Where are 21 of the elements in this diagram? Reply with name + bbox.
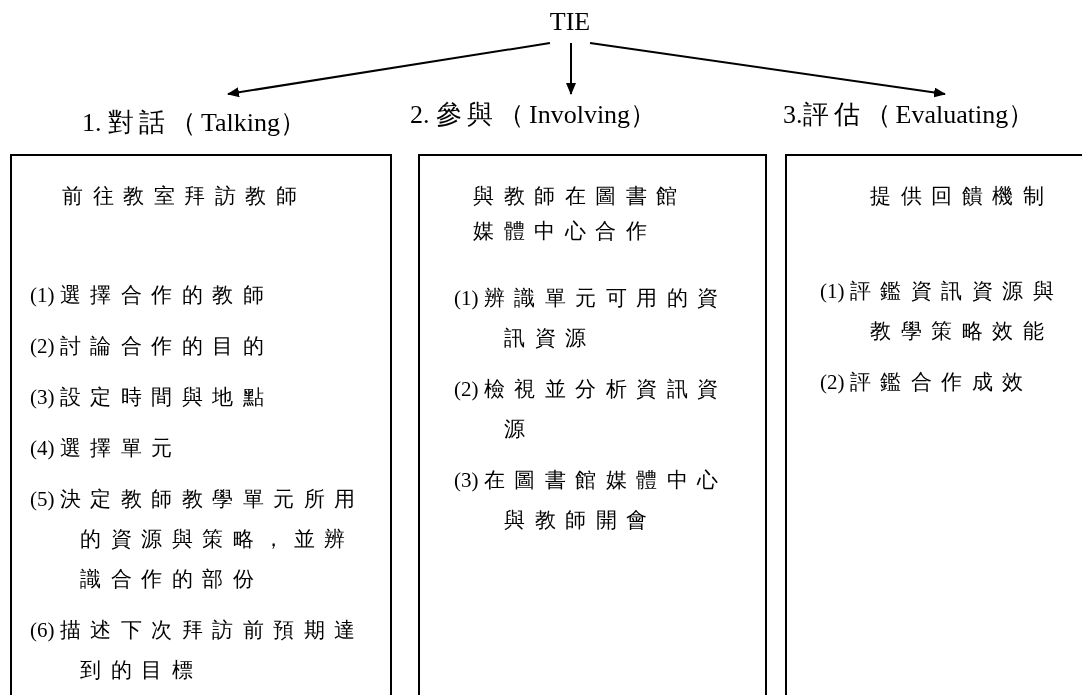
arrow: [566, 42, 576, 95]
column-heading: 3.評估（Evaluating）: [783, 100, 1040, 130]
column-heading: 1. 對話（Talking）: [82, 108, 312, 138]
list-item: (2) 檢視並分析資訊資源: [454, 376, 729, 443]
box-heading: 提供回饋機制: [870, 183, 1054, 210]
list-item: (1) 評鑑資訊資源與教學策略效能: [820, 278, 1065, 345]
arrow: [589, 42, 946, 98]
list-item: (3) 設定時間與地點: [30, 384, 275, 411]
list-item: (1) 辨識單元可用的資訊資源: [454, 285, 729, 352]
box-heading: 前往教室拜訪教師: [62, 183, 307, 210]
arrow: [227, 42, 551, 98]
list-item: (4) 選擇單元: [30, 435, 183, 462]
column-heading: 2. 參與（Involving）: [410, 100, 662, 130]
root-label: TIE: [548, 6, 592, 38]
list-item: (5) 決定教師教學單元所用的資源與策略，並辨識合作的部份: [30, 486, 366, 593]
list-item: (6) 描述下次拜訪前預期達到的目標: [30, 617, 366, 684]
box-heading: 與教師在圖書館媒體中心合作: [473, 183, 688, 245]
list-item: (1) 選擇合作的教師: [30, 282, 275, 309]
list-item: (2) 評鑑合作成效: [820, 369, 1034, 396]
list-item: (2) 討論合作的目的: [30, 333, 275, 360]
list-item: (3) 在圖書館媒體中心與教師開會: [454, 467, 729, 534]
